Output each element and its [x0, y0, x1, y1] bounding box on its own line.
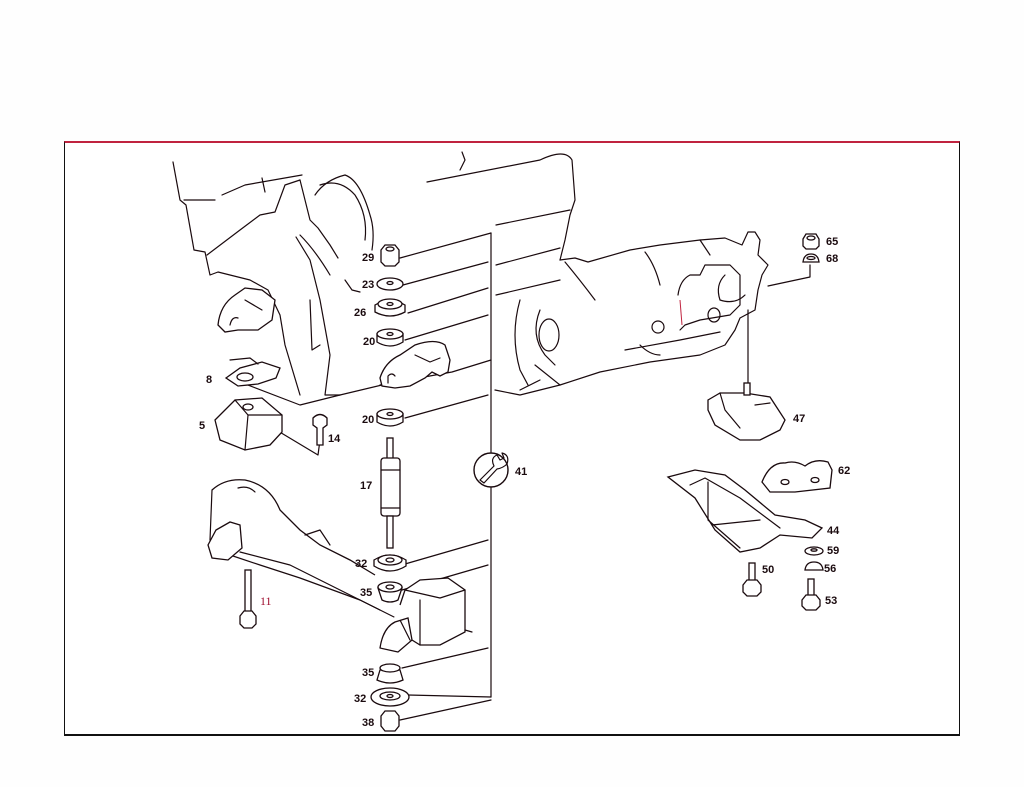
part-20-spacer-upper	[376, 328, 404, 347]
callout-26[interactable]: 26	[354, 307, 367, 319]
part-23-washer	[376, 277, 404, 291]
callout-32-upper[interactable]: 32	[355, 558, 368, 570]
part-32-rubber-mount-upper	[373, 554, 407, 572]
callout-32-lower[interactable]: 32	[354, 693, 367, 705]
callout-14[interactable]: 14	[328, 433, 341, 445]
callout-20-lower[interactable]: 20	[362, 414, 375, 426]
part-11-bolt	[239, 569, 257, 629]
wrench-icon	[473, 452, 509, 488]
callout-38[interactable]: 38	[362, 717, 375, 729]
callout-11[interactable]: 11	[260, 594, 272, 608]
callout-44[interactable]: 44	[827, 525, 840, 537]
part-20-spacer-lower	[376, 408, 404, 427]
part-5-engine-mount	[214, 397, 283, 451]
part-56-washer	[804, 561, 824, 571]
callout-65[interactable]: 65	[826, 236, 839, 248]
part-50-bolt	[742, 562, 762, 597]
callout-5[interactable]: 5	[199, 420, 206, 432]
part-cross-member-left	[207, 479, 411, 641]
part-53-bolt	[801, 578, 821, 611]
callout-47[interactable]: 47	[793, 413, 806, 425]
part-17-damper	[380, 437, 401, 549]
part-bracket-upper	[379, 340, 451, 389]
callout-23[interactable]: 23	[362, 279, 375, 291]
part-bracket-left	[217, 287, 276, 333]
callout-35-upper[interactable]: 35	[360, 587, 373, 599]
part-59-washer	[804, 546, 824, 556]
callout-68[interactable]: 68	[826, 253, 839, 265]
callout-59[interactable]: 59	[827, 545, 840, 557]
part-62-mount	[761, 460, 833, 493]
callout-17[interactable]: 17	[360, 480, 373, 492]
part-14-bolt	[312, 413, 328, 446]
part-35-buffer-lower	[376, 663, 404, 684]
part-32-rubber-mount-lower	[370, 687, 410, 707]
part-26-rubber-buffer	[374, 298, 406, 317]
part-47-transmission-mount	[707, 382, 786, 441]
callout-29[interactable]: 29	[362, 252, 375, 264]
callout-35-lower[interactable]: 35	[362, 667, 375, 679]
callout-50[interactable]: 50	[762, 564, 775, 576]
part-65-hex-nut	[802, 233, 820, 250]
part-68-washer	[802, 253, 820, 263]
transmission-housing	[494, 231, 769, 396]
part-44-cross-member	[666, 469, 824, 553]
callout-56[interactable]: 56	[824, 563, 837, 575]
part-8-bracket-plate	[224, 357, 281, 387]
callout-62[interactable]: 62	[838, 465, 851, 477]
callout-41[interactable]: 41	[515, 466, 528, 478]
part-29-hex-nut	[380, 244, 400, 267]
part-38-hex-nut	[380, 710, 400, 732]
callout-53[interactable]: 53	[825, 595, 838, 607]
engine-block-outline	[172, 151, 576, 396]
part-mount-bracket-center	[379, 577, 473, 653]
part-35-buffer-upper	[377, 581, 403, 603]
callout-20-upper[interactable]: 20	[363, 336, 376, 348]
callout-8[interactable]: 8	[206, 374, 213, 386]
